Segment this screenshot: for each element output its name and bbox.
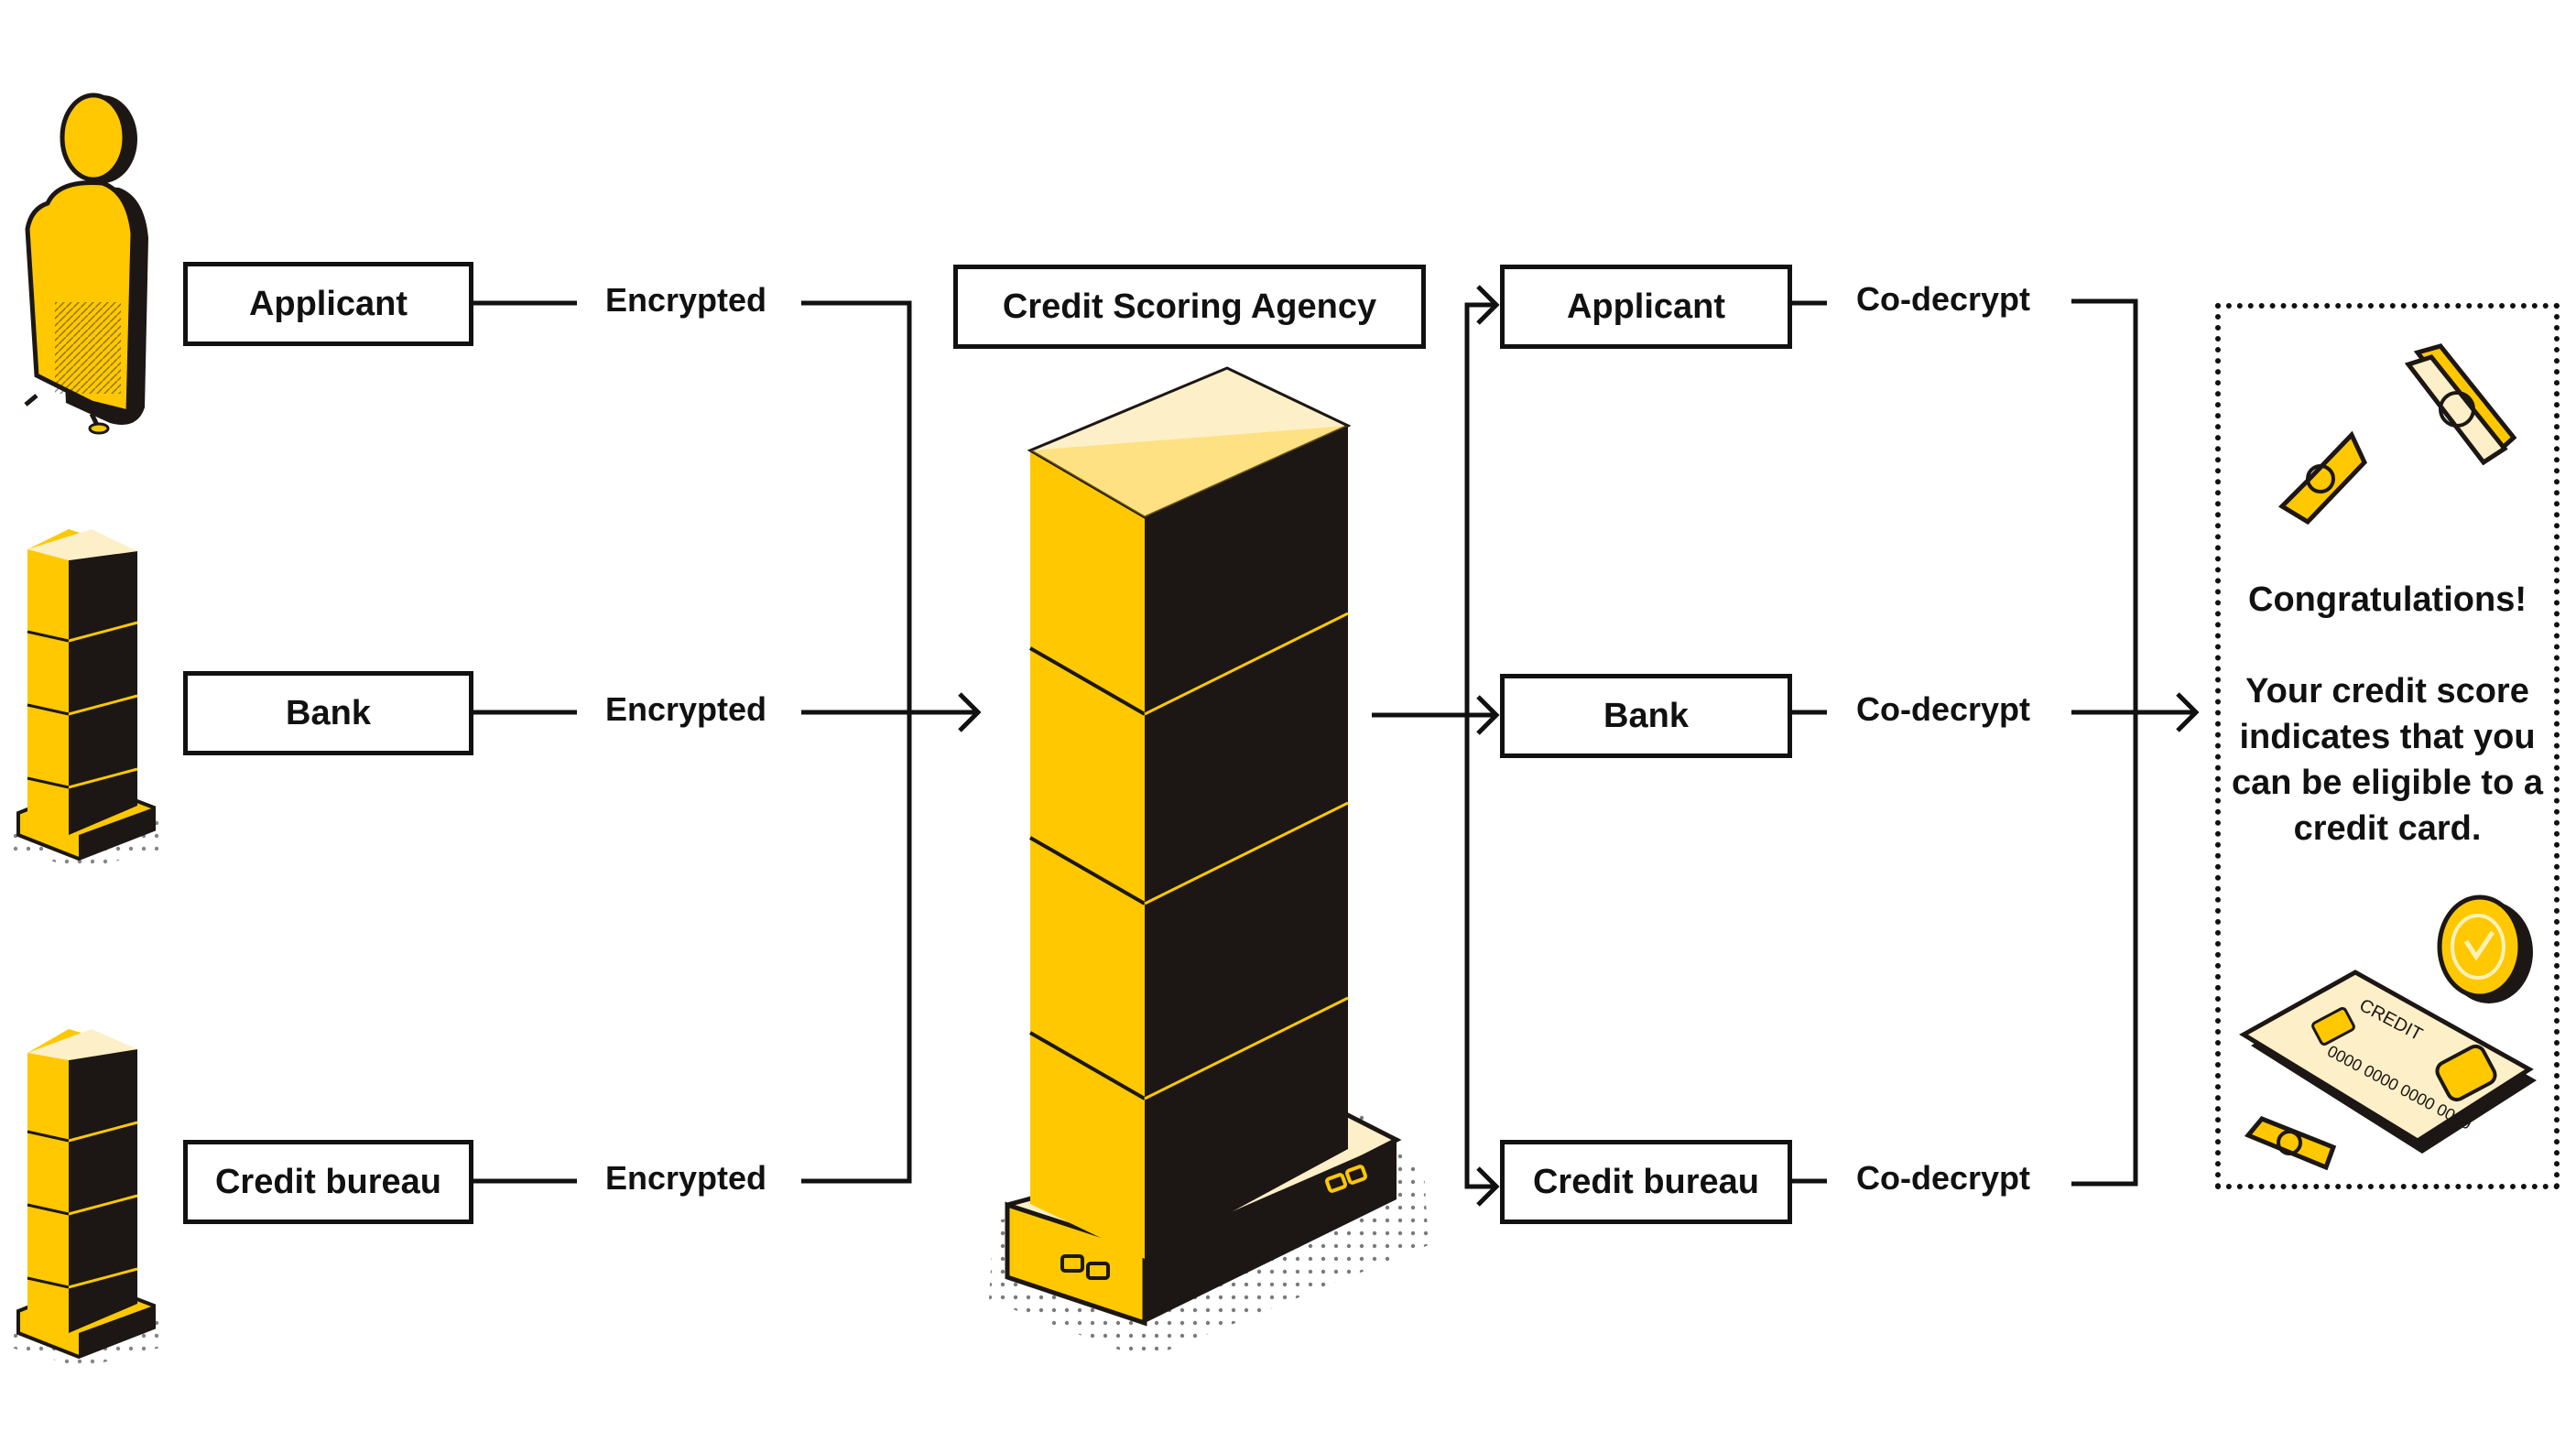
agency-tower-icon bbox=[989, 366, 1429, 1360]
result-line-4: credit card. bbox=[2293, 809, 2482, 848]
recipient-label-bank: Bank bbox=[1603, 696, 1689, 735]
money-bill-icon bbox=[2404, 343, 2517, 466]
money-bill-small-icon bbox=[2277, 430, 2367, 526]
decrypt-label-credit-bureau: Co-decrypt bbox=[1856, 1159, 2031, 1197]
recipient-box-bank: Bank bbox=[1500, 674, 1792, 758]
recipient-label-credit-bureau: Credit bureau bbox=[1532, 1162, 1760, 1201]
source-label-applicant: Applicant bbox=[248, 284, 408, 323]
applicant-person-icon bbox=[24, 92, 148, 435]
source-label-credit-bureau: Credit bureau bbox=[214, 1162, 442, 1201]
flow-label-bank: Encrypted bbox=[605, 690, 767, 728]
result-heading: Congratulations! bbox=[2248, 580, 2527, 619]
source-box-applicant: Applicant bbox=[183, 262, 473, 346]
result-line-3: can be eligible to a bbox=[2232, 764, 2543, 802]
recipient-box-credit-bureau: Credit bureau bbox=[1500, 1140, 1792, 1224]
source-box-bank: Bank bbox=[183, 671, 473, 755]
source-box-credit-bureau: Credit bureau bbox=[183, 1140, 473, 1224]
coin-icon bbox=[2437, 894, 2533, 1003]
source-label-bank: Bank bbox=[286, 693, 371, 732]
result-line-1: Your credit score bbox=[2245, 672, 2529, 710]
agency-label: Credit Scoring Agency bbox=[1002, 287, 1377, 326]
flow-label-credit-bureau: Encrypted bbox=[605, 1159, 767, 1197]
credit-card-icon: CREDIT 0000 0000 0000 0000 bbox=[2239, 970, 2537, 1154]
flow-label-applicant: Encrypted bbox=[605, 281, 767, 319]
bank-tower-icon bbox=[11, 529, 160, 870]
credit-bureau-tower-icon bbox=[11, 1029, 160, 1368]
connectors bbox=[472, 285, 2200, 1207]
result-panel bbox=[2215, 303, 2560, 1189]
decrypt-label-bank: Co-decrypt bbox=[1856, 690, 2031, 728]
money-bill-card-icon bbox=[2244, 1116, 2337, 1171]
decrypt-label-applicant: Co-decrypt bbox=[1856, 280, 2031, 318]
result-message: Congratulations! Your credit score indic… bbox=[2221, 577, 2554, 851]
recipient-box-applicant: Applicant bbox=[1500, 265, 1792, 349]
agency-box: Credit Scoring Agency bbox=[953, 265, 1426, 349]
result-line-2: indicates that you bbox=[2239, 718, 2536, 756]
recipient-label-applicant: Applicant bbox=[1566, 287, 1726, 326]
